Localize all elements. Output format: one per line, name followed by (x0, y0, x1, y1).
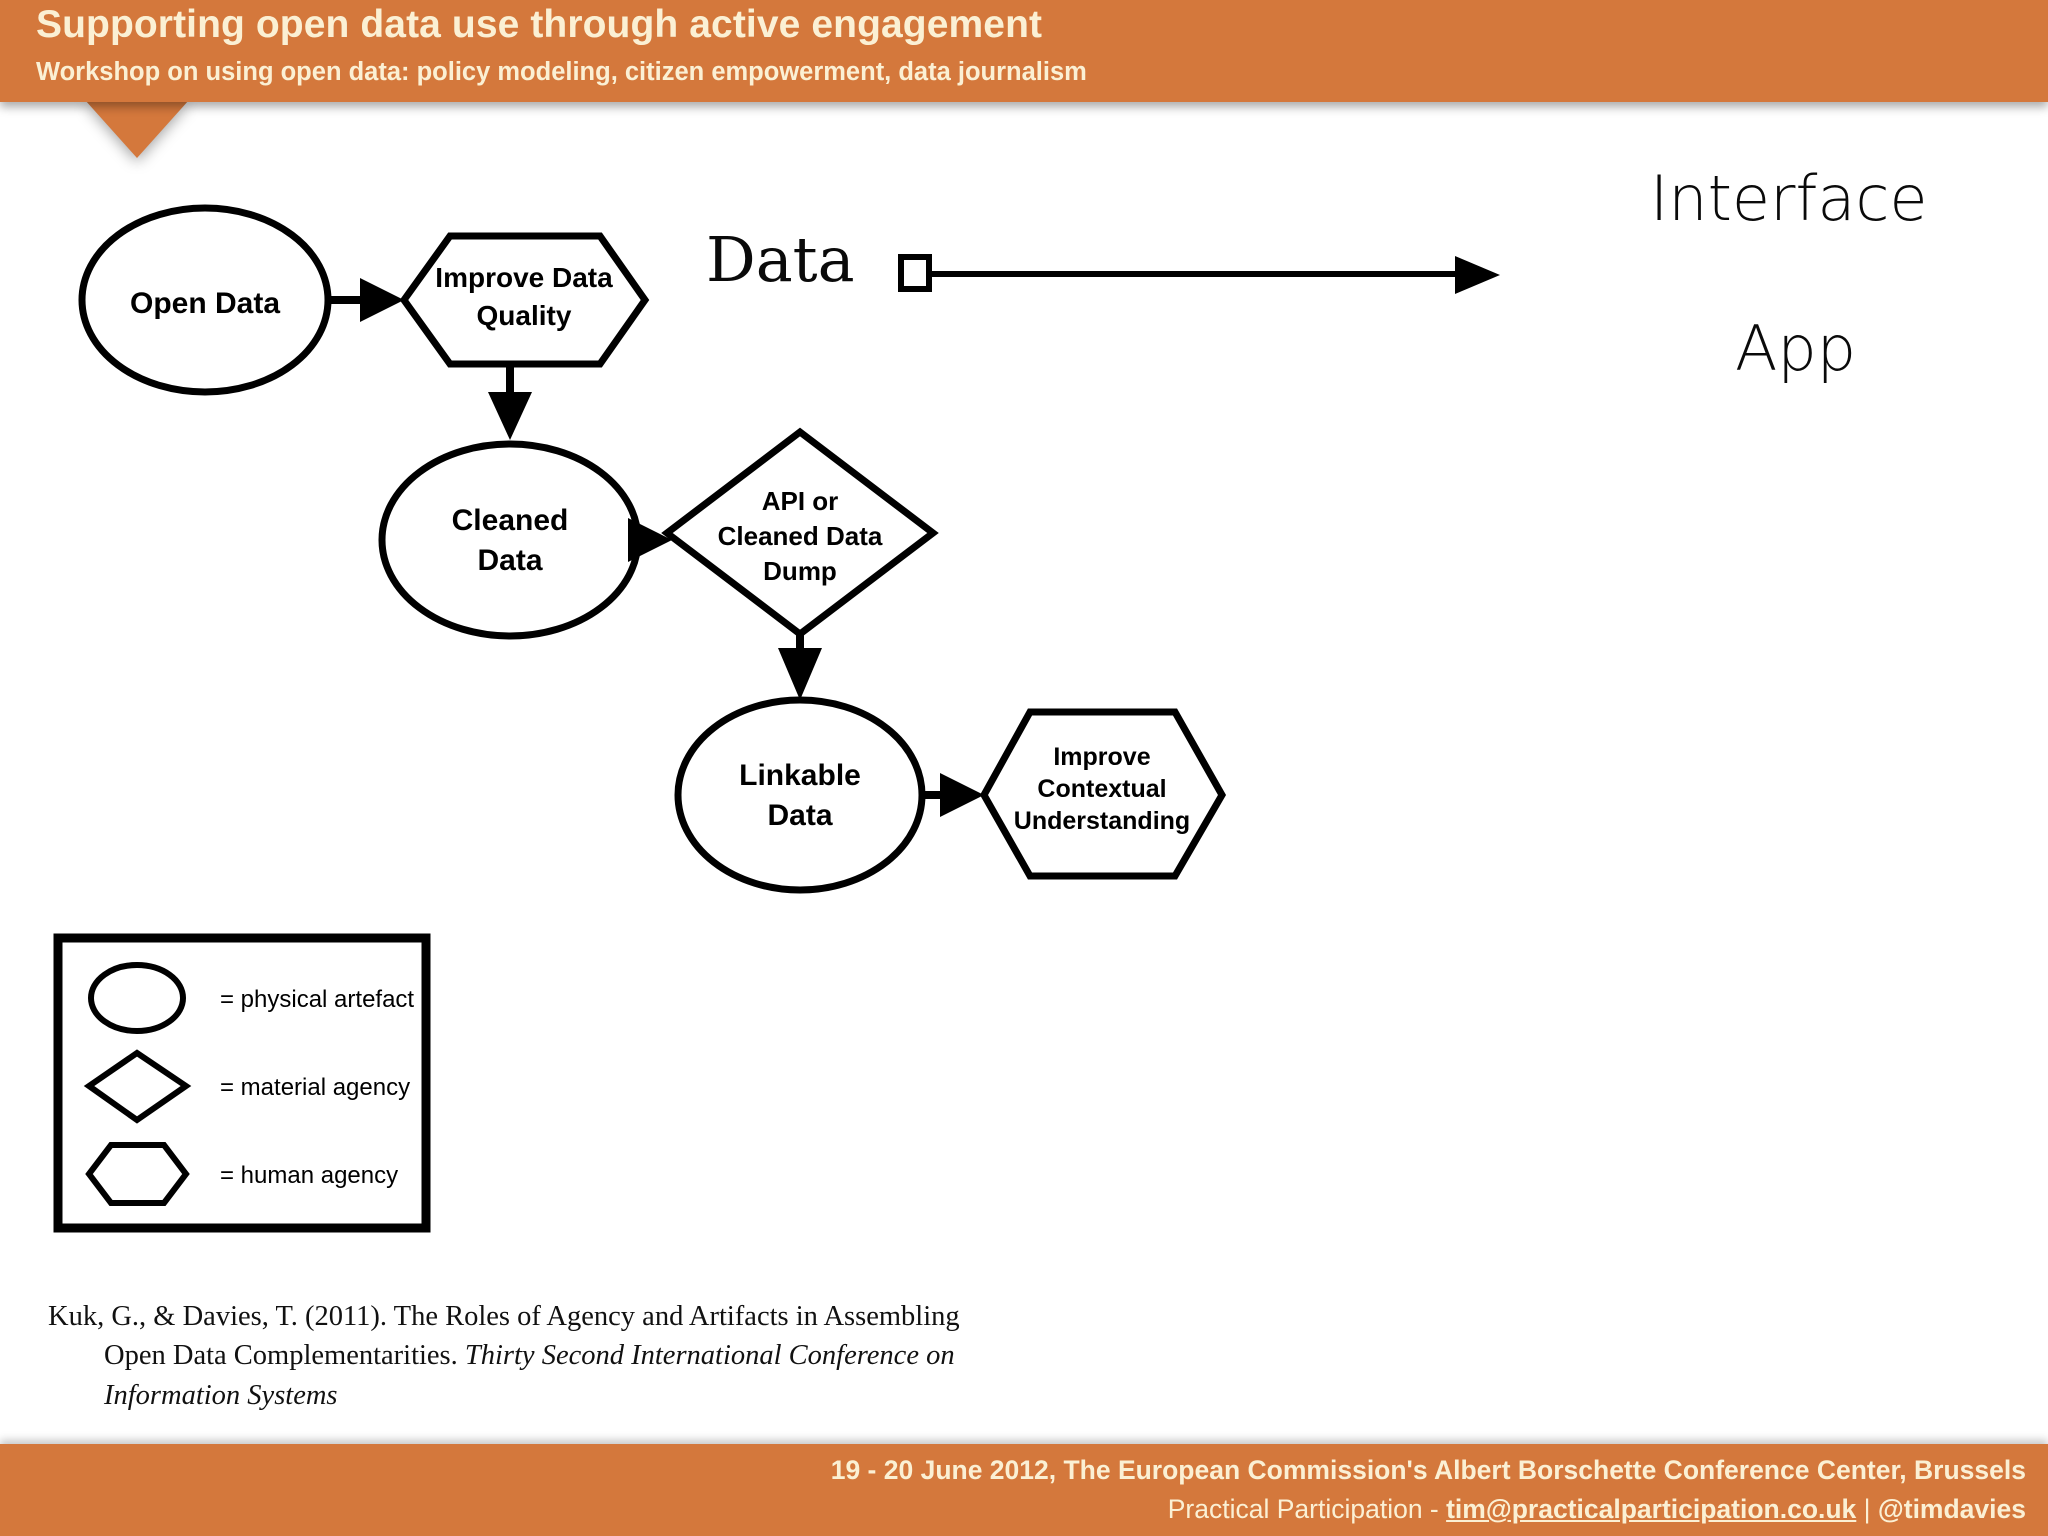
node-improve-contextual-label-line1: Improve (1053, 743, 1150, 771)
citation-line-2-plain: Open Data Complementarities. (104, 1340, 465, 1372)
node-linkable-data[interactable]: Linkable Data (674, 696, 926, 894)
node-api-dump-label-line3: Dump (763, 556, 837, 586)
citation-line-3: Information Systems (48, 1376, 1008, 1415)
node-cleaned-data[interactable]: Cleaned Data (378, 440, 642, 640)
data-to-interface-arrow-line (929, 271, 1459, 277)
legend-item-physical-artefact: = physical artefact (88, 962, 414, 1034)
annotation-app-label: App (1735, 312, 1857, 385)
node-improve-contextual-label-line3: Understanding (1014, 807, 1190, 835)
legend-item-human-agency: = human agency (85, 1142, 398, 1206)
data-to-interface-arrow-head-icon (1455, 256, 1500, 294)
footer-event-details: 19 - 20 June 2012, The European Commissi… (830, 1455, 2026, 1485)
citation-line-2-italic: Thirty Second International Conference o… (464, 1340, 955, 1372)
citation-line-1: Kuk, G., & Davies, T. (2011). The Roles … (48, 1301, 960, 1332)
node-api-dump-label-line2: Cleaned Data (718, 521, 883, 551)
page-subtitle: Workshop on using open data: policy mode… (36, 58, 1087, 86)
annotation-data-label: Data (706, 223, 855, 296)
footer-email-link[interactable]: tim@practicalparticipation.co.uk (1446, 1494, 1857, 1524)
node-open-data-label: Open Data (130, 287, 280, 320)
legend-label-material-agency: = material agency (220, 1074, 410, 1101)
citation-line-2: Open Data Complementarities. Thirty Seco… (48, 1336, 1008, 1375)
node-api-dump-label-line1: API or (762, 486, 839, 516)
legend-item-material-agency: = material agency (83, 1049, 410, 1124)
edge-linkable-data-to-improve-contextual-understanding (920, 773, 984, 817)
citation-line-3-italic: Information Systems (104, 1379, 338, 1411)
citation-block: Kuk, G., & Davies, T. (2011). The Roles … (48, 1297, 1008, 1415)
edge-api-dump-to-linkable-data (778, 634, 822, 700)
node-linkable-data-label-line1: Linkable (739, 759, 861, 792)
edge-improve-data-quality-to-cleaned-data (488, 364, 532, 440)
node-cleaned-data-label-line2: Data (477, 544, 542, 577)
footer-contact-line: Practical Participation - tim@practicalp… (1168, 1494, 2026, 1525)
node-cleaned-data-label-line1: Cleaned (452, 504, 569, 537)
node-api-or-cleaned-data-dump[interactable]: API or Cleaned Data Dump (661, 427, 939, 639)
footer-bar: 19 - 20 June 2012, The European Commissi… (0, 1444, 2048, 1536)
node-improve-contextual-label-line2: Contextual (1037, 775, 1166, 803)
legend-box: = physical artefact = material agency = … (53, 933, 431, 1233)
annotation-interface-label: Interface (1650, 162, 1928, 235)
header-bar: Supporting open data use through active … (0, 0, 2048, 102)
edge-open-data-to-improve-data-quality (330, 278, 404, 322)
node-open-data[interactable]: Open Data (78, 204, 332, 396)
node-improve-data-quality[interactable]: Improve Data Quality (399, 232, 650, 368)
legend-label-human-agency: = human agency (220, 1162, 398, 1189)
legend-label-physical-artefact: = physical artefact (220, 986, 414, 1013)
node-improve-contextual-understanding[interactable]: Improve Contextual Understanding (979, 708, 1227, 880)
footer-separator: | (1856, 1494, 1878, 1524)
page-title: Supporting open data use through active … (36, 3, 1043, 46)
node-improve-data-quality-label-line2: Quality (477, 300, 572, 331)
footer-twitter-handle[interactable]: @timdavies (1877, 1494, 2026, 1524)
node-linkable-data-label-line2: Data (767, 799, 832, 832)
footer-org-label: Practical Participation - (1167, 1494, 1447, 1524)
header-pointer-triangle (85, 100, 189, 158)
node-improve-data-quality-label-line1: Improve Data (435, 262, 613, 293)
edge-cleaned-data-to-api-dump (628, 518, 672, 562)
